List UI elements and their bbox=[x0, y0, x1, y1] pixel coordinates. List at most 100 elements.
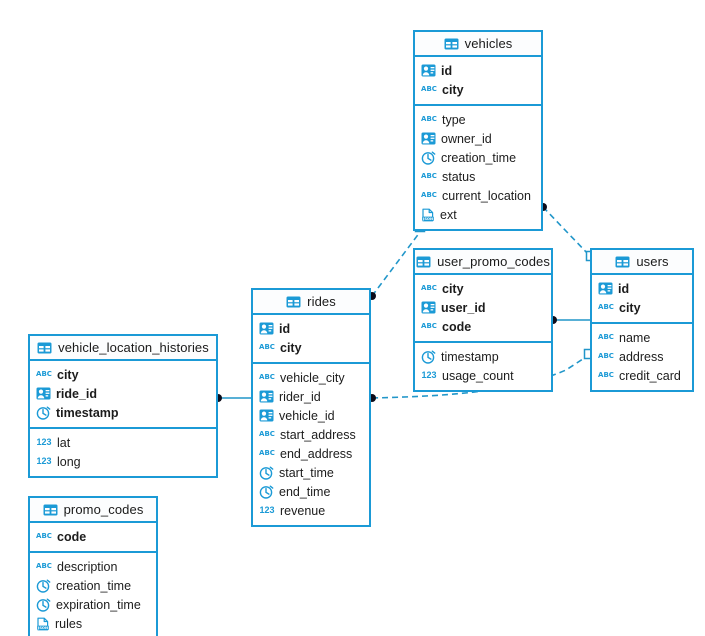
column-name: city bbox=[280, 340, 302, 355]
column-name: city bbox=[619, 300, 641, 315]
column-row[interactable]: timestamp bbox=[415, 347, 551, 366]
column-name: description bbox=[57, 559, 118, 574]
column-row[interactable]: owner_id bbox=[415, 129, 541, 148]
column-row[interactable]: creation_time bbox=[415, 148, 541, 167]
primary-key-row[interactable]: ABC city bbox=[253, 338, 369, 357]
table-title: vehicles bbox=[464, 36, 513, 51]
column-row[interactable]: ABC address bbox=[592, 347, 692, 366]
column-row[interactable]: ABC description bbox=[30, 557, 156, 576]
column-name: name bbox=[619, 330, 651, 345]
column-row[interactable]: creation_time bbox=[30, 576, 156, 595]
column-name: vehicle_city bbox=[280, 370, 345, 385]
abc-icon: ABC bbox=[36, 370, 52, 378]
table-header-users[interactable]: users bbox=[592, 250, 692, 275]
table-title: vehicle_location_histories bbox=[58, 340, 209, 355]
primary-key-row[interactable]: ABC city bbox=[415, 80, 541, 99]
table-header-vehicles[interactable]: vehicles bbox=[415, 32, 541, 57]
column-name: city bbox=[57, 367, 79, 382]
abc-icon: ABC bbox=[36, 562, 52, 570]
abc-icon: ABC bbox=[421, 191, 437, 199]
column-name: city bbox=[442, 82, 464, 97]
column-name: address bbox=[619, 349, 664, 364]
table-title: user_promo_codes bbox=[437, 254, 550, 269]
table-header-rides[interactable]: rides bbox=[253, 290, 369, 315]
abc-icon: ABC bbox=[598, 371, 614, 379]
primary-key-row[interactable]: ride_id bbox=[30, 384, 216, 403]
relationship-line bbox=[542, 206, 589, 255]
primary-key-row[interactable]: timestamp bbox=[30, 403, 216, 422]
svg-text:JSON: JSON bbox=[422, 217, 433, 221]
id-card-icon bbox=[259, 390, 274, 403]
column-row[interactable]: vehicle_id bbox=[253, 406, 369, 425]
table-header-promo_codes[interactable]: promo_codes bbox=[30, 498, 156, 523]
column-row[interactable]: expiration_time bbox=[30, 595, 156, 614]
primary-key-row[interactable]: ABC city bbox=[592, 298, 692, 317]
primary-key-row[interactable]: user_id bbox=[415, 298, 551, 317]
primary-key-row[interactable]: id bbox=[415, 61, 541, 80]
abc-icon: ABC bbox=[421, 85, 437, 93]
column-row[interactable]: ABC vehicle_city bbox=[253, 368, 369, 387]
column-name: start_address bbox=[280, 427, 356, 442]
column-row[interactable]: ABC name bbox=[592, 328, 692, 347]
table-icon bbox=[37, 342, 52, 354]
primary-key-row[interactable]: ABC city bbox=[30, 365, 216, 384]
column-name: id bbox=[618, 281, 630, 296]
abc-icon: ABC bbox=[598, 303, 614, 311]
column-row[interactable]: rider_id bbox=[253, 387, 369, 406]
column-row[interactable]: 123 revenue bbox=[253, 501, 369, 520]
primary-key-row[interactable]: id bbox=[592, 279, 692, 298]
column-row[interactable]: ABC start_address bbox=[253, 425, 369, 444]
primary-key-row[interactable]: id bbox=[253, 319, 369, 338]
table-icon bbox=[416, 256, 431, 268]
relationship-vehicle-location-histories-to-rides[interactable] bbox=[214, 394, 251, 402]
table-header-vehicle_location_histories[interactable]: vehicle_location_histories bbox=[30, 336, 216, 361]
id-card-icon bbox=[421, 64, 436, 77]
column-row[interactable]: end_time bbox=[253, 482, 369, 501]
column-name: lat bbox=[57, 435, 71, 450]
abc-icon: ABC bbox=[36, 532, 52, 540]
column-name: timestamp bbox=[56, 405, 119, 420]
abc-icon: ABC bbox=[259, 430, 275, 438]
abc-icon: ABC bbox=[259, 343, 275, 351]
clock-icon bbox=[36, 598, 51, 612]
123-icon: 123 bbox=[421, 370, 437, 380]
table-icon bbox=[444, 38, 459, 50]
clock-icon bbox=[259, 466, 274, 480]
column-name: id bbox=[441, 63, 453, 78]
abc-icon: ABC bbox=[598, 352, 614, 360]
abc-icon: ABC bbox=[598, 333, 614, 341]
json-icon: JSON bbox=[36, 617, 50, 631]
123-icon: 123 bbox=[259, 505, 275, 515]
abc-icon: ABC bbox=[259, 373, 275, 381]
abc-icon: ABC bbox=[259, 449, 275, 457]
table-header-user_promo_codes[interactable]: user_promo_codes bbox=[415, 250, 551, 275]
column-name: revenue bbox=[280, 503, 326, 518]
abc-icon: ABC bbox=[421, 172, 437, 180]
relationship-users-to-user-promo-codes[interactable] bbox=[549, 316, 590, 324]
column-row[interactable]: start_time bbox=[253, 463, 369, 482]
column-name: owner_id bbox=[441, 131, 492, 146]
json-icon: JSON bbox=[421, 208, 435, 222]
